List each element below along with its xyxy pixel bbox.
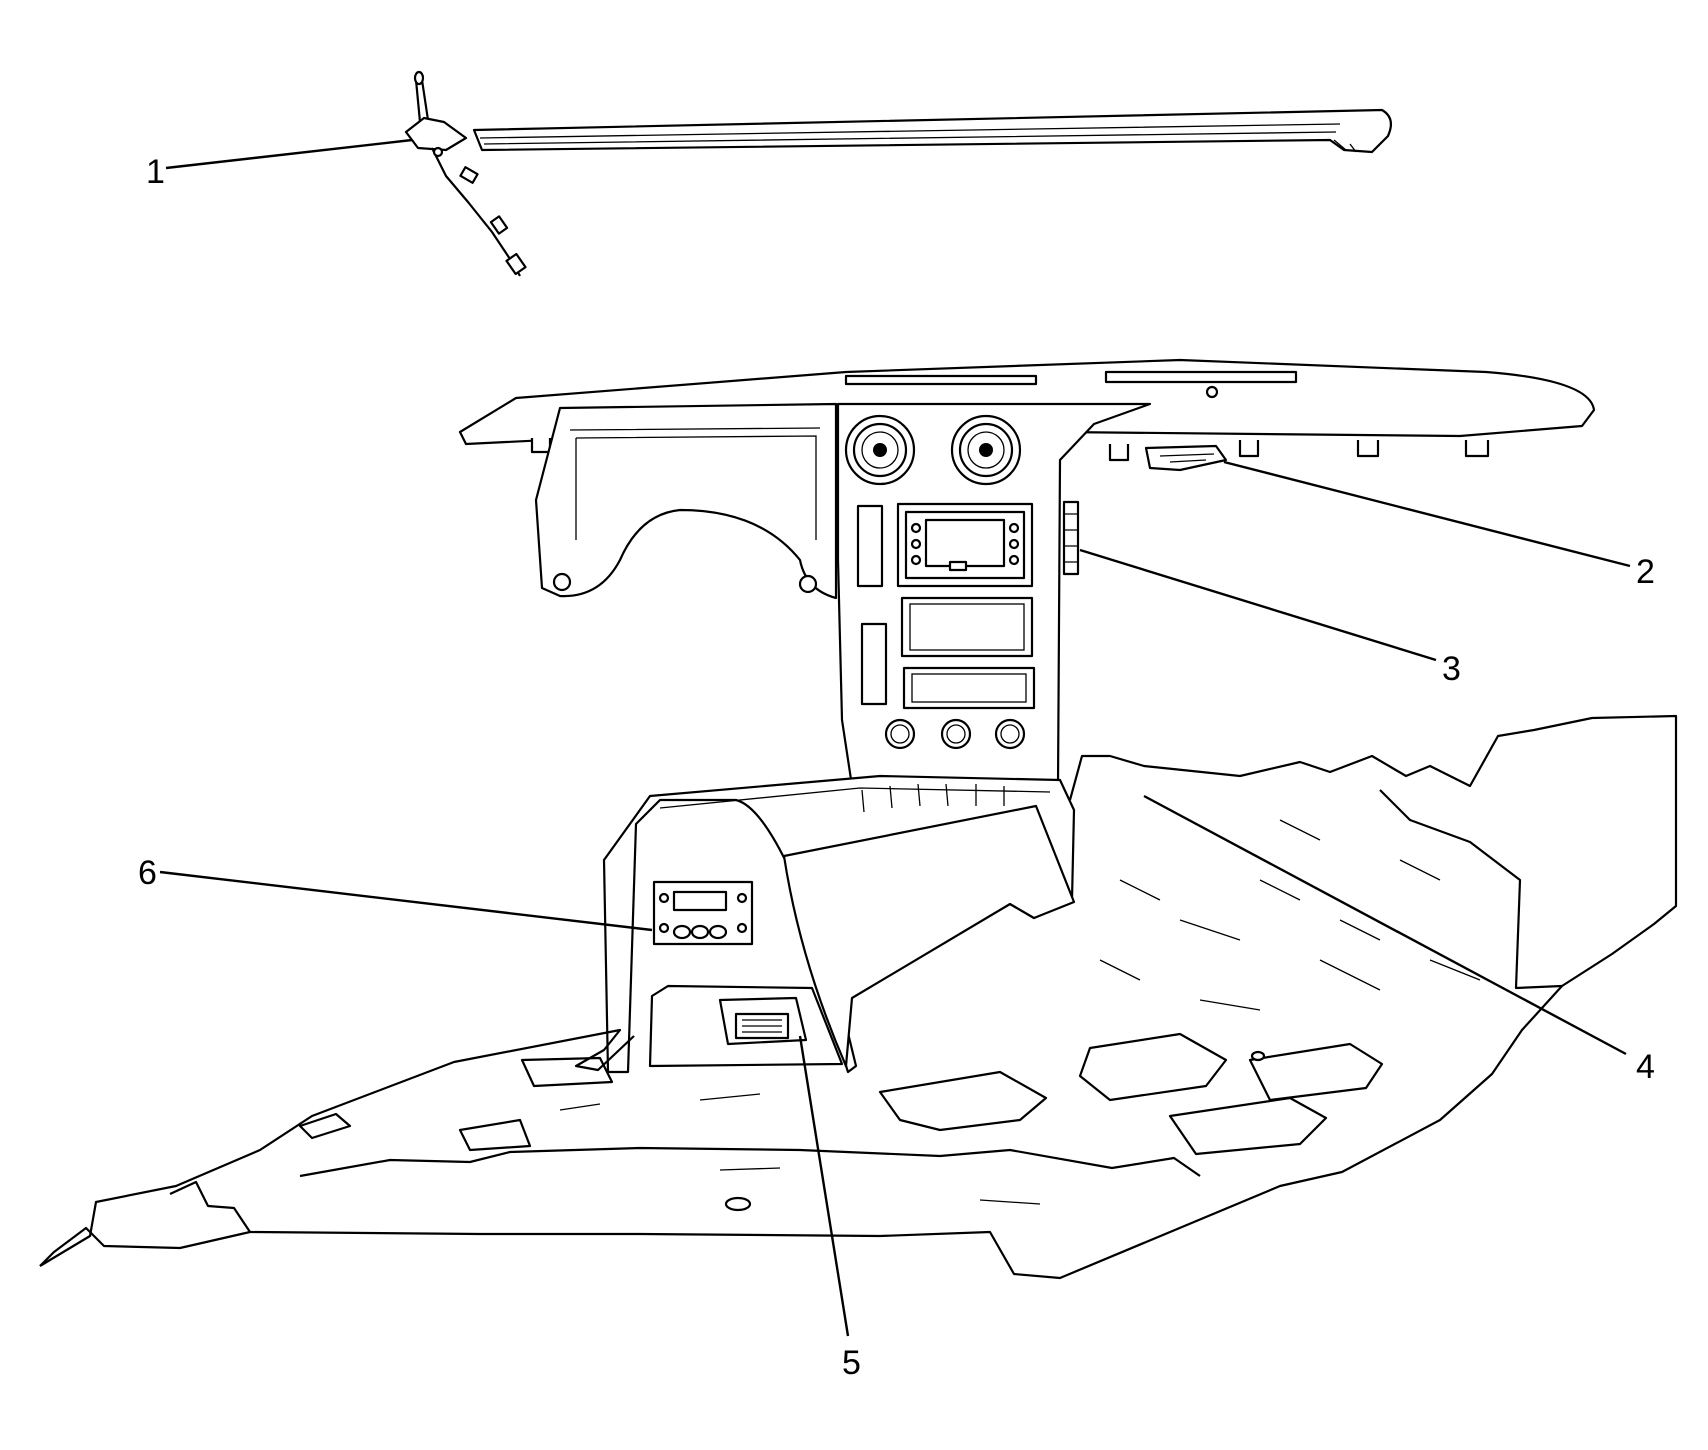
- callout-3: 3: [1442, 650, 1461, 688]
- callout-1: 1: [146, 153, 165, 191]
- floor-console: [602, 774, 1076, 1074]
- leader-line-4: [1143, 794, 1627, 1056]
- callout-5: 5: [842, 1344, 861, 1382]
- instrument-panel: [458, 358, 1596, 788]
- callout-2: 2: [1636, 553, 1655, 591]
- roof-antenna-assembly: [404, 70, 1393, 277]
- leader-line-1: [165, 138, 413, 170]
- leader-line-2: [1223, 460, 1631, 568]
- leader-lines: [159, 138, 1631, 1337]
- callouts: 1 2 3 4 5 6: [138, 153, 1655, 1382]
- leader-line-5: [798, 1035, 850, 1337]
- leader-line-6: [159, 870, 653, 932]
- leader-line-3: [1079, 548, 1437, 662]
- callout-4: 4: [1636, 1048, 1655, 1086]
- callout-6: 6: [138, 854, 157, 892]
- floor-carpet: [39, 714, 1678, 1280]
